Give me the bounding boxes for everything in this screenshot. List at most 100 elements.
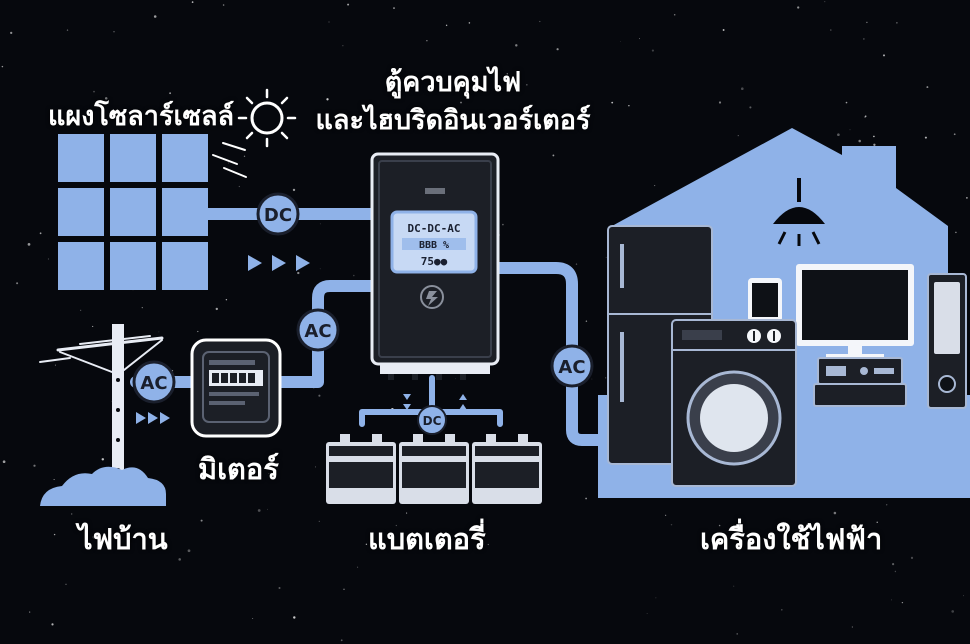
- star: [628, 105, 630, 107]
- power-pole-icon: [39, 324, 164, 504]
- star: [654, 185, 656, 187]
- star: [963, 595, 964, 597]
- star: [797, 6, 800, 9]
- star: [16, 282, 19, 285]
- star: [655, 597, 657, 599]
- star: [228, 162, 229, 164]
- star: [837, 133, 840, 137]
- meter-label: มิเตอร์: [198, 452, 279, 486]
- meter-icon: [190, 338, 282, 438]
- star: [187, 549, 191, 553]
- star: [252, 617, 254, 620]
- star: [445, 24, 448, 27]
- audio-receiver-icon: [813, 357, 907, 407]
- solar-cell: [110, 242, 156, 290]
- star: [222, 4, 225, 6]
- star: [243, 155, 246, 157]
- dc-tag-solar-text: DC: [264, 205, 292, 226]
- star: [910, 556, 914, 560]
- star: [873, 135, 875, 138]
- star: [673, 13, 676, 16]
- dc-tag-battery-text: DC: [423, 414, 442, 428]
- solar-cell: [110, 188, 156, 236]
- star: [646, 613, 648, 614]
- star: [426, 40, 428, 42]
- star: [71, 513, 73, 515]
- star: [33, 464, 36, 467]
- star: [718, 524, 721, 527]
- star: [318, 394, 321, 397]
- ac-tag-meter-text: AC: [304, 321, 331, 342]
- star: [966, 197, 968, 199]
- star: [924, 136, 927, 139]
- ac-tag-home: AC: [550, 344, 594, 388]
- inverter-label-line2: และไฮบริดอินเวอร์เตอร์: [315, 105, 591, 136]
- star: [651, 49, 654, 52]
- star: [882, 54, 886, 57]
- star: [487, 543, 489, 546]
- solar-cell: [58, 134, 104, 182]
- star: [858, 139, 861, 143]
- solar-cell: [110, 134, 156, 182]
- appliances-label: เครื่องใช้ไฟฟ้า: [700, 522, 883, 556]
- inverter-screen-line2: BBB %: [419, 240, 449, 251]
- star: [10, 31, 13, 35]
- star: [315, 466, 317, 468]
- star: [526, 84, 528, 86]
- star: [347, 3, 350, 6]
- star: [66, 29, 69, 31]
- star: [515, 44, 518, 47]
- speaker-icon: [927, 273, 967, 409]
- star: [833, 511, 837, 515]
- star: [824, 1, 826, 3]
- star: [357, 566, 359, 568]
- star: [951, 610, 955, 613]
- star: [343, 588, 345, 591]
- dc-tag-battery: DC: [417, 405, 447, 435]
- star: [591, 378, 593, 380]
- star: [406, 512, 408, 514]
- star: [575, 263, 578, 265]
- star: [781, 609, 783, 611]
- star: [353, 274, 355, 277]
- battery-icon: [326, 434, 396, 504]
- star: [845, 101, 848, 104]
- star: [319, 268, 321, 270]
- solar-cell: [58, 188, 104, 236]
- solar-cell: [162, 134, 208, 182]
- star: [104, 97, 108, 100]
- star: [238, 185, 240, 188]
- ceiling-lamp-icon: [773, 178, 825, 246]
- star: [225, 298, 228, 301]
- star: [605, 256, 607, 258]
- star: [1, 65, 4, 68]
- inverter-label-line1: ตู้ควบคุมไฟ: [384, 67, 522, 98]
- star: [342, 45, 344, 47]
- star: [468, 22, 471, 24]
- flow-arrows-solar: [248, 255, 310, 271]
- ac-tag-home-text: AC: [558, 357, 585, 378]
- star: [178, 558, 181, 561]
- star: [495, 126, 499, 129]
- star: [2, 460, 6, 464]
- star: [313, 388, 315, 390]
- star: [722, 29, 725, 31]
- star: [169, 92, 172, 95]
- star: [101, 458, 105, 461]
- star: [552, 154, 555, 157]
- star: [737, 135, 739, 137]
- star: [886, 504, 888, 506]
- battery-icon: [472, 434, 542, 504]
- star: [611, 101, 614, 104]
- star: [267, 508, 268, 510]
- star: [92, 535, 96, 539]
- star: [749, 106, 752, 109]
- star: [39, 232, 42, 235]
- star: [65, 583, 67, 585]
- star: [191, 1, 194, 3]
- washing-machine-icon: [671, 319, 797, 487]
- star: [556, 48, 559, 51]
- star: [53, 479, 55, 480]
- star: [47, 258, 49, 260]
